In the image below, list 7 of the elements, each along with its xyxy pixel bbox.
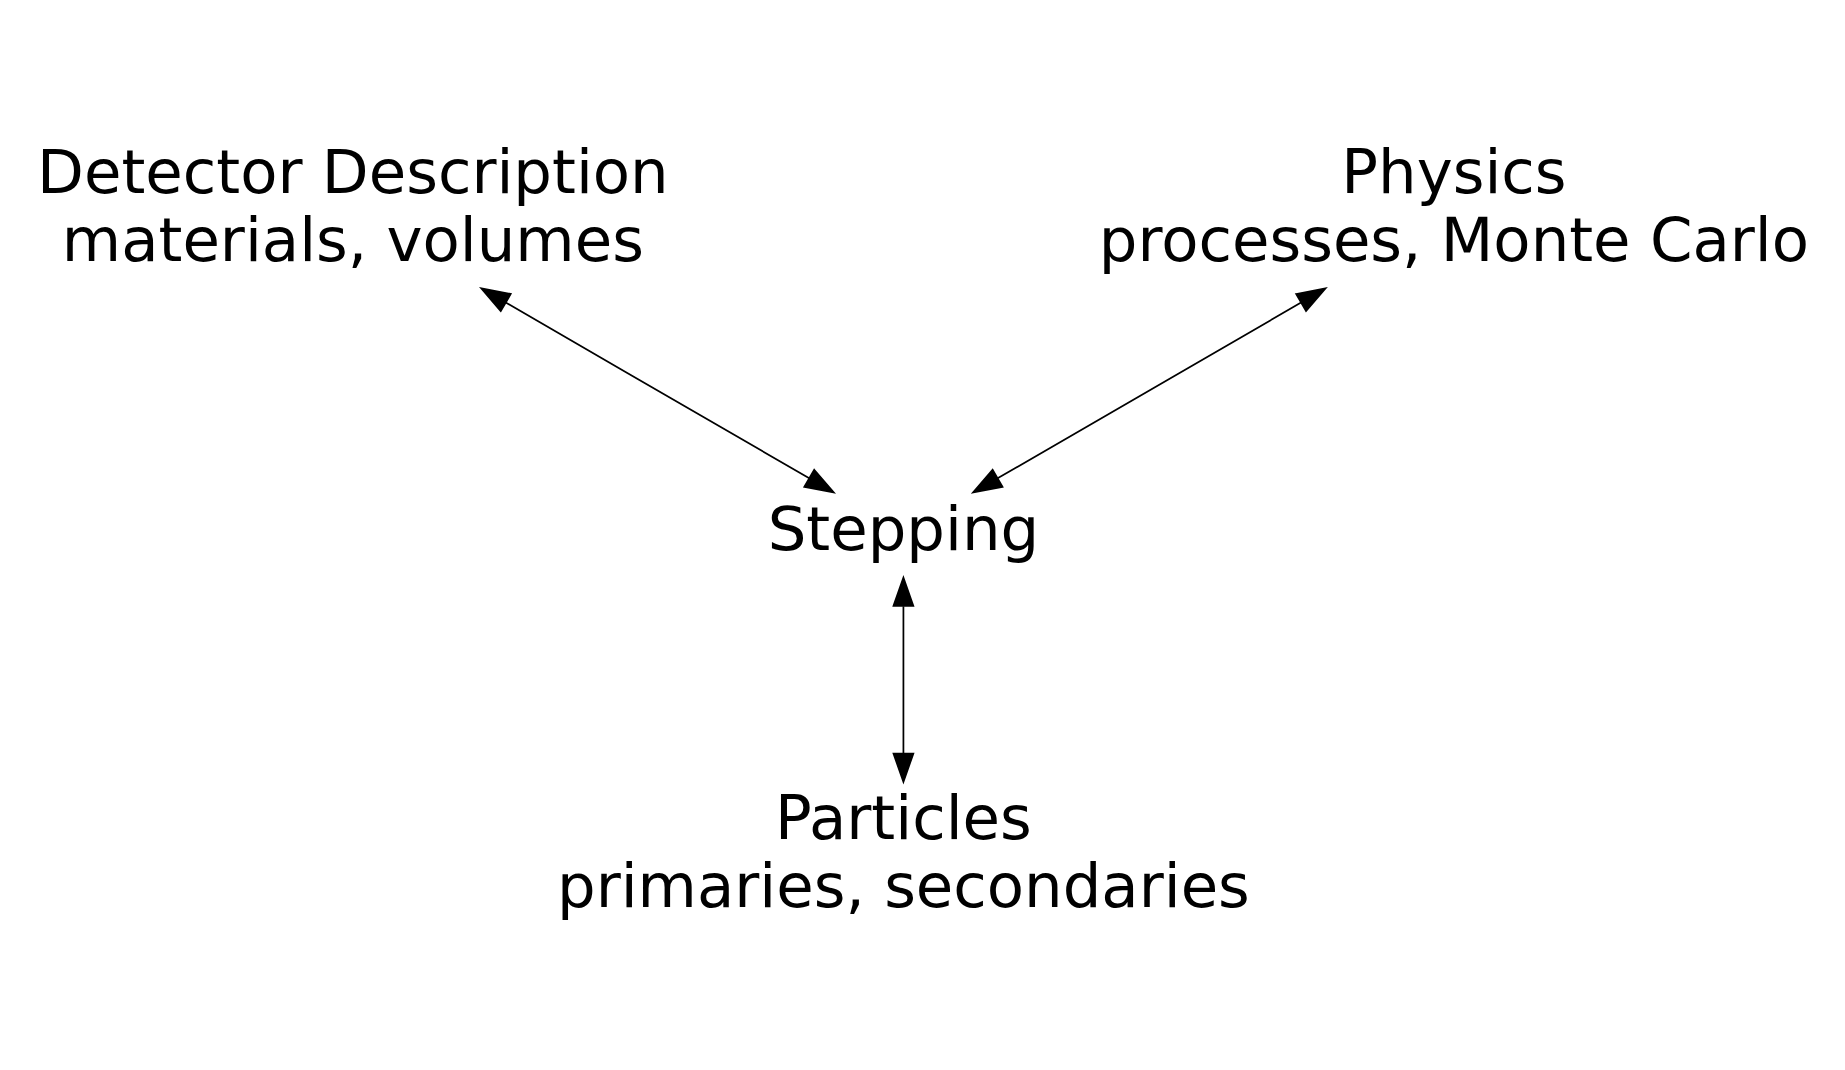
node-text: Detector Description materials, volumes [36, 136, 669, 275]
arrow [891, 574, 915, 785]
arrow [478, 287, 836, 494]
arrow [970, 287, 1328, 494]
node-text: Physics processes, Monte Carlo [1098, 136, 1809, 275]
node-text: Particles primaries, secondaries [556, 782, 1250, 921]
node-text: Stepping [767, 493, 1039, 565]
